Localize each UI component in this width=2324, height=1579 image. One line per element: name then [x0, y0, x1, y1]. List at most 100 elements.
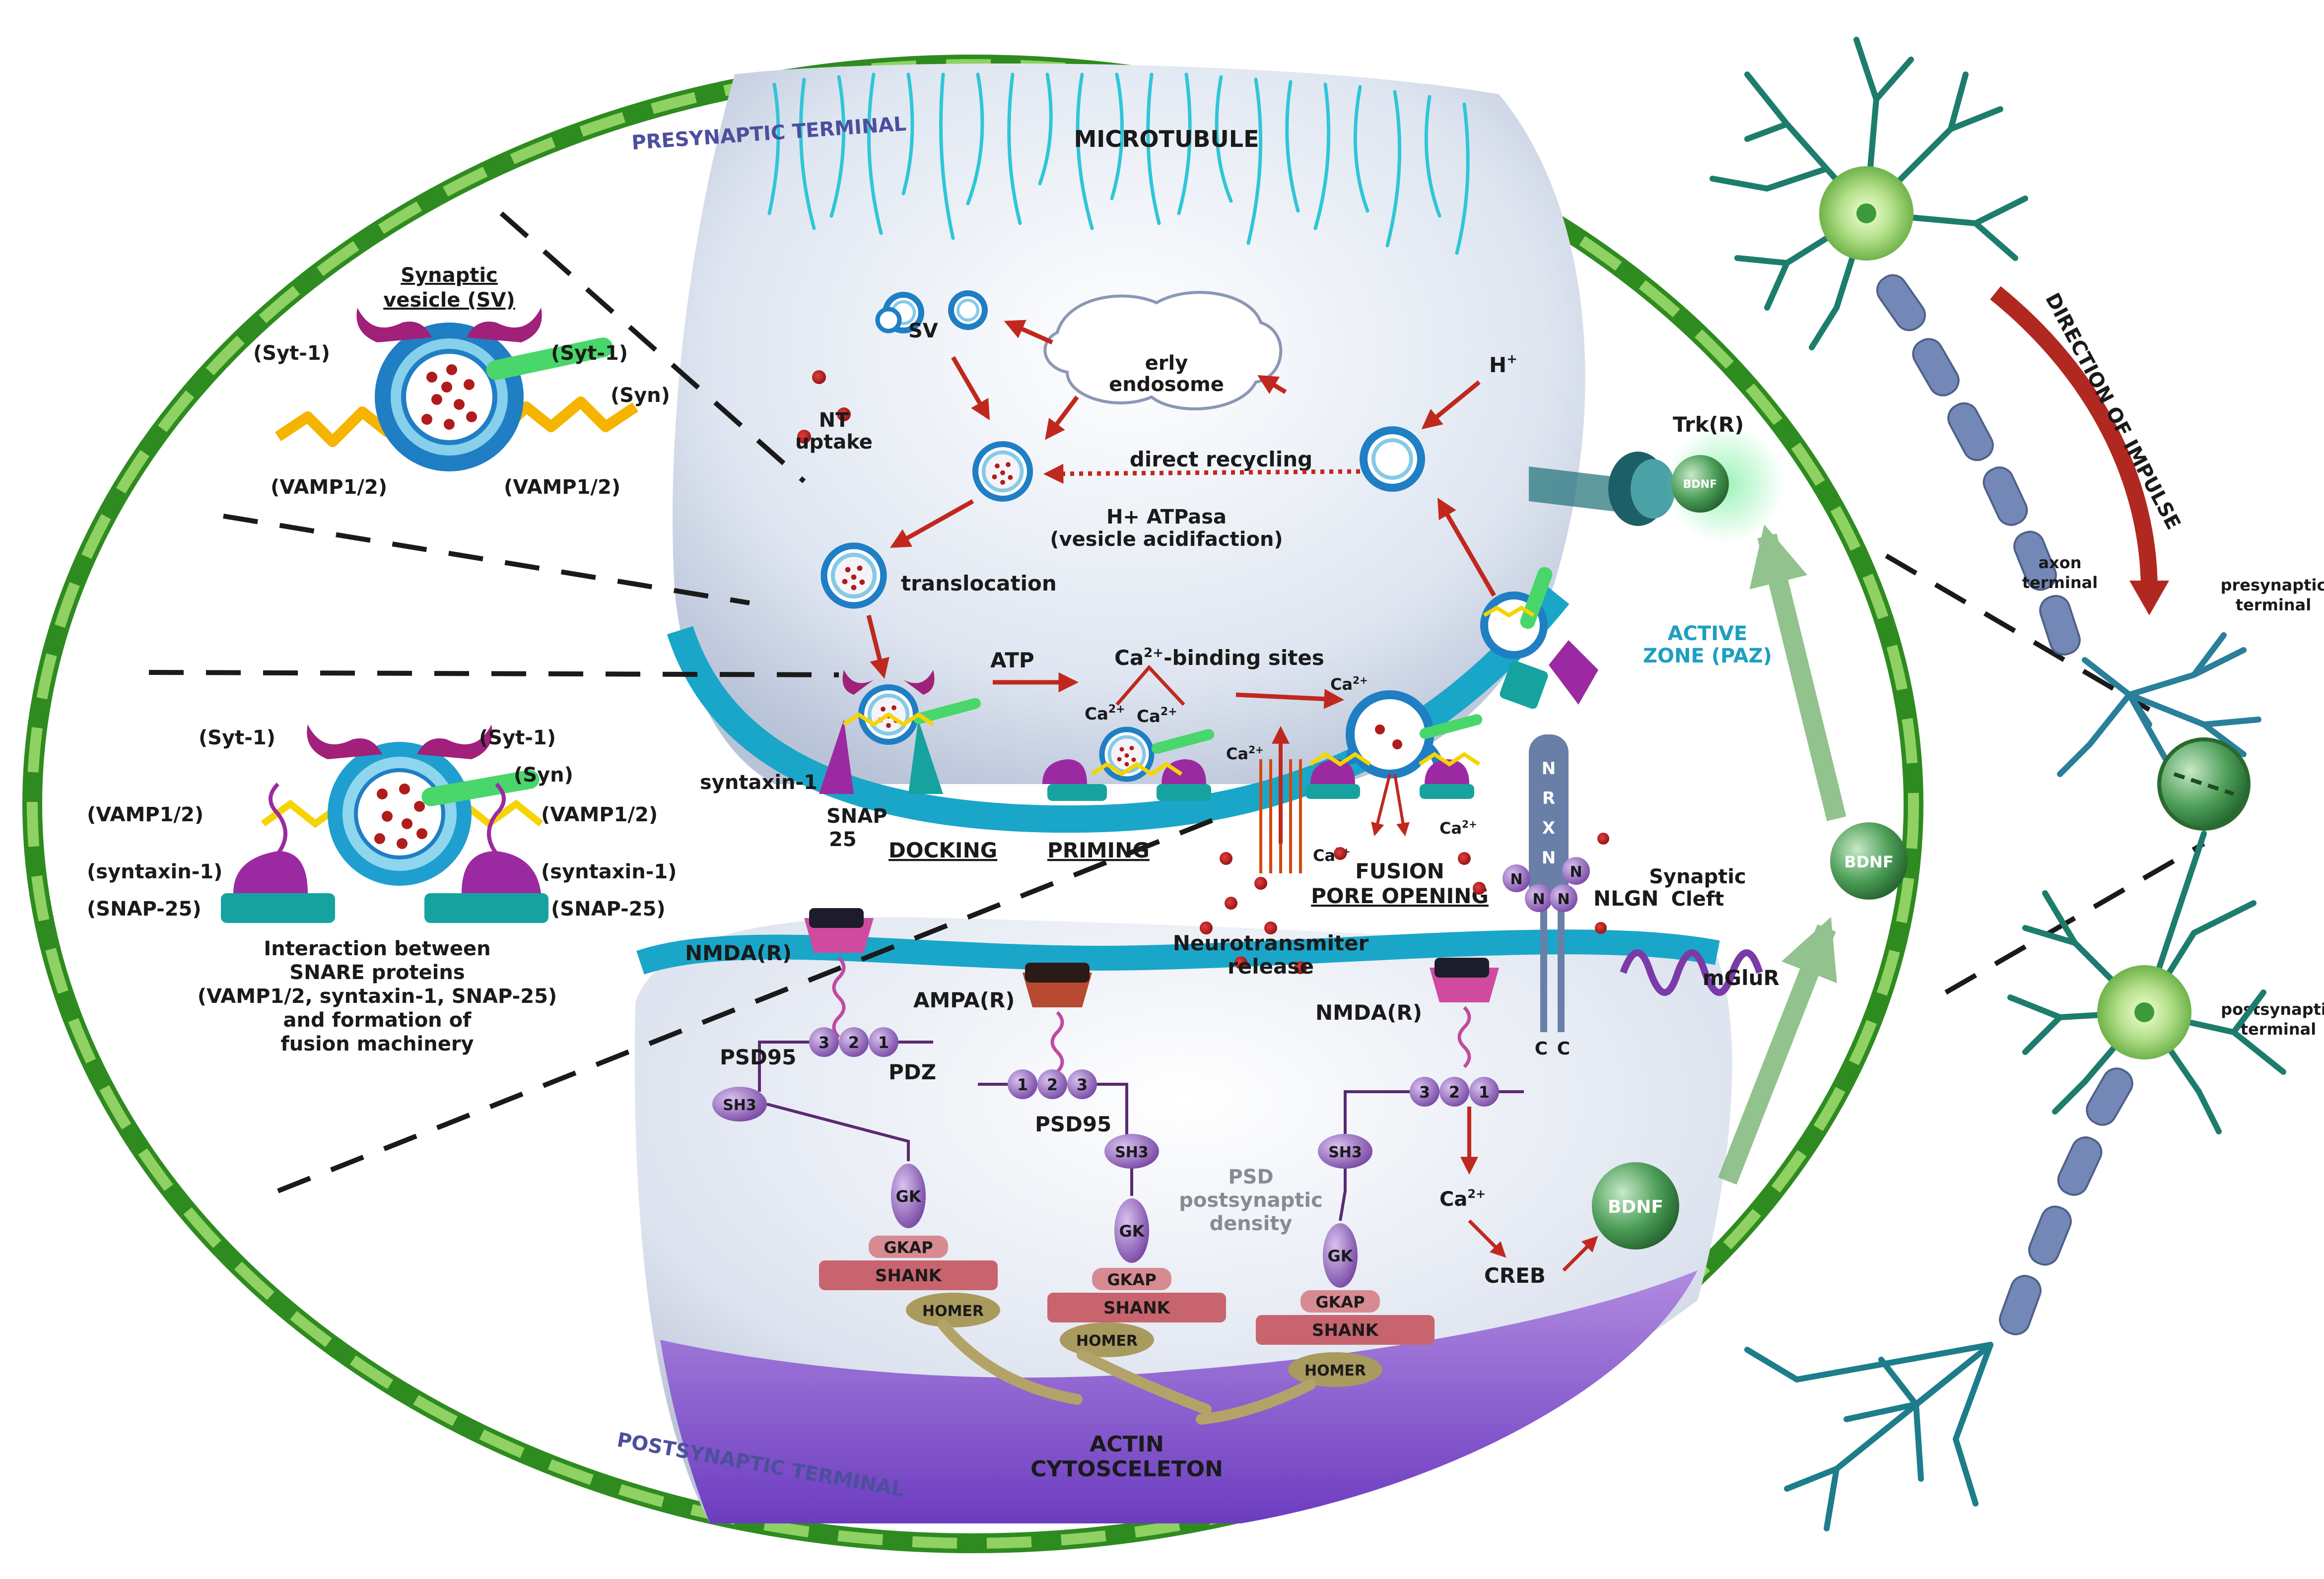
svg-text:H+: H+	[1489, 352, 1517, 377]
svg-text:C: C	[1535, 1039, 1548, 1059]
postsynaptic-scaffold: NMDA(R) 3 2 1 PDZ PSD95 SH3 GK GKAP SHAN…	[685, 908, 1598, 1482]
svg-text:ACTIN: ACTIN	[1090, 1432, 1164, 1457]
svg-text:(SNAP-25): (SNAP-25)	[87, 898, 202, 921]
microtubule-filaments	[767, 72, 1470, 255]
svg-text:terminal: terminal	[2022, 573, 2098, 592]
svg-text:Ca2+: Ca2+	[1439, 1187, 1486, 1211]
svg-text:Trk(R): Trk(R)	[1673, 412, 1744, 437]
svg-text:Ca2+: Ca2+	[1330, 674, 1368, 694]
svg-text:N: N	[1542, 759, 1556, 779]
svg-text:PSD: PSD	[1228, 1166, 1273, 1188]
svg-text:1: 1	[1479, 1083, 1490, 1102]
svg-text:3: 3	[819, 1033, 829, 1052]
svg-text:erly: erly	[1145, 352, 1188, 375]
svg-text:DOCKING: DOCKING	[889, 838, 997, 862]
neuron-schematic: DIRECTION OF IMPULSE axon terminal presy…	[1709, 37, 2324, 1531]
svg-text:SHANK: SHANK	[1103, 1298, 1171, 1318]
presynaptic-bulb	[673, 63, 1585, 784]
synaptic-vesicle-detail: Synaptic vesicle (SV) (Syt-1) (Syt-1) (S…	[253, 264, 670, 499]
svg-text:postsynaptic: postsynaptic	[1179, 1189, 1323, 1212]
svg-text:(Syn): (Syn)	[514, 764, 573, 787]
svg-text:(Syt-1): (Syt-1)	[253, 342, 330, 365]
svg-text:GK: GK	[1119, 1222, 1145, 1241]
svg-text:NT: NT	[819, 409, 849, 432]
svg-text:2: 2	[1047, 1075, 1058, 1094]
svg-text:NMDA(R): NMDA(R)	[1315, 1000, 1422, 1025]
docking-priming-fusion: syntaxin-1 SNAP 25 DOCKING Ca2+ Ca2+ PRI…	[700, 646, 1489, 979]
svg-text:Interaction between: Interaction between	[264, 937, 490, 960]
svg-text:HOMER: HOMER	[1076, 1332, 1138, 1350]
svg-text:H+ ATPasa: H+ ATPasa	[1106, 506, 1227, 528]
svg-text:Ca2+: Ca2+	[1085, 703, 1125, 724]
svg-text:BDNF: BDNF	[1683, 478, 1717, 491]
svg-text:3: 3	[1077, 1075, 1088, 1094]
svg-text:NLGN: NLGN	[1593, 886, 1659, 911]
svg-text:ATP: ATP	[990, 648, 1034, 672]
svg-text:postsynaptic: postsynaptic	[2221, 1000, 2324, 1019]
svg-text:N: N	[1542, 848, 1556, 868]
svg-text:GK: GK	[895, 1187, 921, 1206]
svg-text:Ca2+: Ca2+	[1439, 818, 1477, 838]
svg-text:(VAMP1/2): (VAMP1/2)	[271, 476, 387, 499]
svg-text:CYTOSCELETON: CYTOSCELETON	[1030, 1456, 1223, 1482]
svg-text:PRIMING: PRIMING	[1047, 838, 1150, 862]
svg-text:ZONE (PAZ): ZONE (PAZ)	[1643, 645, 1772, 667]
svg-text:syntaxin-1: syntaxin-1	[700, 771, 818, 794]
svg-text:Synaptic: Synaptic	[401, 264, 498, 287]
svg-text:(VAMP1/2): (VAMP1/2)	[504, 476, 620, 499]
vesicle-cycle: SV NT uptake erly endosome H+ direct rec…	[795, 290, 1517, 709]
svg-text:vesicle (SV): vesicle (SV)	[383, 289, 515, 312]
svg-text:endosome: endosome	[1109, 373, 1224, 396]
svg-text:(Syt-1): (Syt-1)	[479, 726, 556, 749]
svg-text:terminal: terminal	[2236, 595, 2311, 614]
svg-text:SV: SV	[908, 320, 938, 342]
svg-text:BDNF: BDNF	[1608, 1197, 1663, 1217]
svg-text:AMPA(R): AMPA(R)	[913, 988, 1015, 1012]
svg-text:release: release	[1228, 954, 1314, 979]
svg-text:(syntaxin-1): (syntaxin-1)	[541, 860, 677, 883]
svg-text:(syntaxin-1): (syntaxin-1)	[87, 860, 222, 883]
svg-text:DIRECTION OF IMPULSE: DIRECTION OF IMPULSE	[2041, 289, 2185, 533]
svg-text:fusion machinery: fusion machinery	[280, 1033, 474, 1055]
svg-text:GKAP: GKAP	[1315, 1293, 1365, 1312]
svg-text:GKAP: GKAP	[884, 1238, 933, 1257]
svg-text:BDNF: BDNF	[1844, 853, 1894, 871]
svg-text:Ca2+: Ca2+	[1137, 706, 1177, 726]
svg-text:HOMER: HOMER	[922, 1303, 984, 1320]
svg-text:NMDA(R): NMDA(R)	[685, 941, 792, 965]
svg-text:(VAMP1/2): (VAMP1/2)	[541, 803, 658, 826]
svg-text:SNAP: SNAP	[826, 805, 888, 828]
svg-text:PSD95: PSD95	[720, 1045, 796, 1069]
svg-text:(VAMP1/2, syntaxin-1, SNAP-25): (VAMP1/2, syntaxin-1, SNAP-25)	[198, 985, 557, 1008]
svg-text:25: 25	[829, 828, 857, 851]
svg-text:N: N	[1557, 891, 1570, 908]
active-zone-cluster: ACTIVE ZONE (PAZ)	[1480, 567, 1772, 709]
svg-text:N: N	[1570, 863, 1582, 881]
svg-text:SH3: SH3	[723, 1097, 756, 1114]
svg-text:SNARE proteins: SNARE proteins	[289, 961, 465, 984]
svg-text:SH3: SH3	[1328, 1144, 1362, 1161]
svg-text:Ca2+-binding sites: Ca2+-binding sites	[1114, 646, 1324, 670]
svg-text:Ca2+: Ca2+	[1226, 744, 1264, 763]
svg-text:X: X	[1542, 818, 1555, 838]
svg-text:mGluR: mGluR	[1703, 966, 1779, 990]
svg-text:C: C	[1557, 1039, 1570, 1059]
svg-text:(Syn): (Syn)	[611, 384, 670, 407]
svg-text:3: 3	[1419, 1083, 1430, 1102]
svg-text:and formation of: and formation of	[283, 1009, 472, 1032]
svg-text:SH3: SH3	[1115, 1144, 1149, 1161]
microtubule-label: MICROTUBULE	[1074, 126, 1259, 152]
svg-text:terminal: terminal	[2241, 1020, 2316, 1039]
mglur-receptor: mGluR	[1620, 949, 1779, 996]
svg-text:density: density	[1210, 1212, 1293, 1235]
svg-text:PORE OPENING: PORE OPENING	[1311, 884, 1489, 908]
svg-text:PDZ: PDZ	[889, 1060, 936, 1084]
svg-text:(SNAP-25): (SNAP-25)	[551, 898, 666, 921]
svg-text:presynaptic: presynaptic	[2221, 576, 2324, 594]
svg-text:(Syt-1): (Syt-1)	[199, 726, 275, 749]
svg-text:(VAMP1/2): (VAMP1/2)	[87, 803, 204, 826]
svg-text:direct recycling: direct recycling	[1130, 447, 1312, 471]
svg-text:Synaptic: Synaptic	[1649, 865, 1746, 888]
svg-text:R: R	[1542, 789, 1555, 808]
